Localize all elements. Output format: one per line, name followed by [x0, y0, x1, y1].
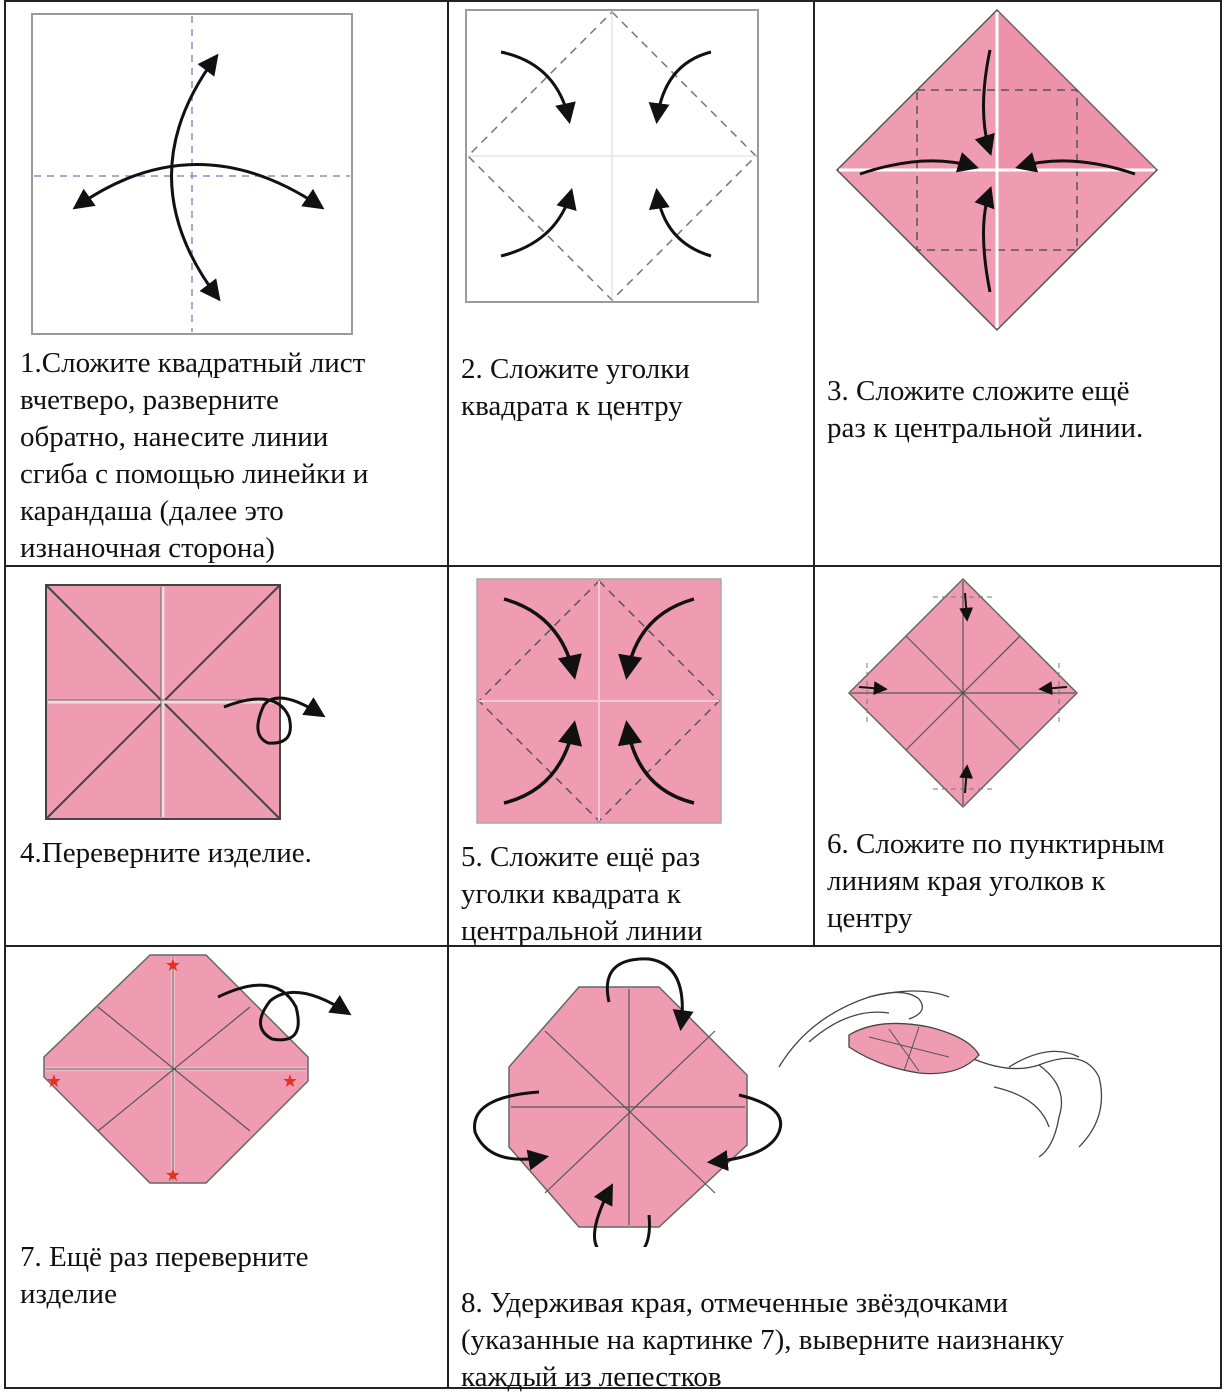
step-3-caption: 3. Сложите сложите ещё раз к центральной… — [827, 375, 1144, 444]
step-6-caption: 6. Сложите по пунктирным линиям края уго… — [827, 828, 1165, 934]
step-7-illustration: ★ ★ ★ ★ — [43, 954, 352, 1185]
step-2-illustration — [465, 9, 759, 303]
row-divider — [4, 0, 1222, 2]
step-8-cell: 8. Удерживая края, отмеченные звёздочкам… — [449, 947, 1220, 1393]
step-3-illustration — [835, 8, 1159, 332]
step-5-illustration — [476, 578, 722, 824]
step-6-illustration — [847, 577, 1079, 809]
hands-sketch-icon — [778, 990, 1103, 1158]
step-1-illustration — [31, 13, 353, 335]
step-4-caption: 4.Переверните изделие. — [20, 837, 312, 869]
step-3-cell: 3. Сложите сложите ещё раз к центральной… — [815, 2, 1220, 565]
step-6-cell: 6. Сложите по пунктирным линиям края уго… — [815, 567, 1220, 945]
row-divider — [4, 1387, 1222, 1389]
instruction-table — [4, 0, 1222, 1389]
star-icon: ★ — [282, 1071, 298, 1091]
row-divider — [4, 945, 1222, 947]
star-icon: ★ — [165, 955, 181, 975]
step-8-illustration — [473, 957, 1103, 1247]
step-5-caption: 5. Сложите ещё раз уголки квадрата к цен… — [461, 841, 703, 947]
column-divider — [813, 0, 815, 947]
step-5-cell: 5. Сложите ещё раз уголки квадрата к цен… — [449, 567, 813, 947]
folded-petal-icon — [848, 1022, 980, 1075]
step-7-caption: 7. Ещё раз переверните изделие — [20, 1241, 309, 1310]
step-8-caption: 8. Удерживая края, отмеченные звёздочкам… — [461, 1287, 1065, 1393]
column-divider — [447, 945, 449, 1389]
step-4-illustration — [45, 584, 326, 820]
row-divider — [4, 565, 1222, 567]
step-4-cell: 4.Переверните изделие. — [6, 567, 447, 945]
star-icon: ★ — [46, 1071, 62, 1091]
step-7-cell: ★ ★ ★ ★ 7. Ещё раз переверните изделие — [6, 947, 447, 1387]
step-2-caption: 2. Сложите уголки квадрата к центру — [461, 353, 690, 422]
step-1-cell: 1.Сложите квадратный лист вчетверо, разв… — [6, 2, 447, 565]
step-1-caption: 1.Сложите квадратный лист вчетверо, разв… — [20, 347, 369, 564]
step-2-cell: 2. Сложите уголки квадрата к центру — [449, 2, 813, 565]
star-icon: ★ — [165, 1165, 181, 1185]
column-divider — [447, 0, 449, 947]
